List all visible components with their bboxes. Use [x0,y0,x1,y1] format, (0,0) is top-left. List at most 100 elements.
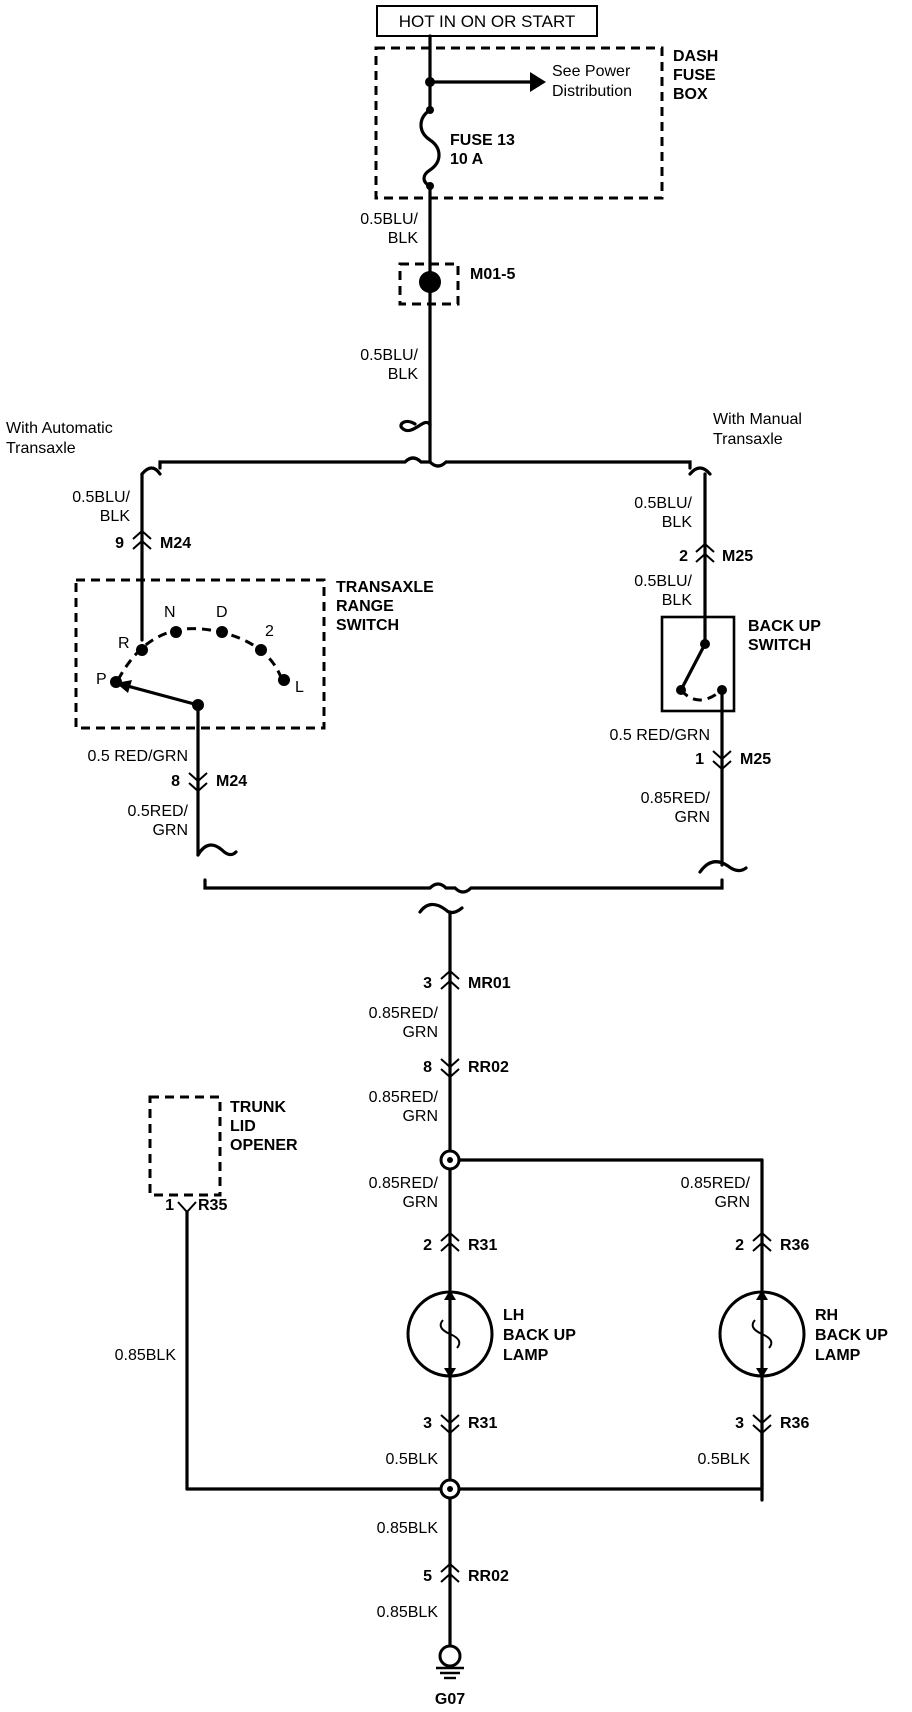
svg-text:TRUNK: TRUNK [230,1099,286,1116]
svg-text:GRN: GRN [714,1194,750,1211]
svg-text:BACK UP: BACK UP [503,1327,576,1344]
svg-text:0.5RED/: 0.5RED/ [128,803,189,820]
svg-text:BACK UP: BACK UP [748,618,821,635]
svg-text:0.5BLU/: 0.5BLU/ [634,495,692,512]
svg-text:BLK: BLK [100,508,131,525]
svg-text:DASH: DASH [673,48,718,65]
svg-text:LAMP: LAMP [815,1347,861,1364]
svg-text:GRN: GRN [152,822,188,839]
svg-text:M25: M25 [722,548,753,565]
svg-text:OPENER: OPENER [230,1137,298,1154]
svg-text:RR02: RR02 [468,1568,509,1585]
svg-text:MR01: MR01 [468,975,511,992]
svg-text:1: 1 [695,751,704,768]
transaxle-range-switch-box [74,578,326,730]
ground-icon [436,1644,464,1680]
svg-text:0.5BLU/: 0.5BLU/ [360,347,418,364]
svg-text:8: 8 [423,1059,432,1076]
ground-label: G07 [435,1691,465,1708]
svg-text:R36: R36 [780,1237,809,1254]
fuse-name: FUSE 13 [450,132,515,149]
svg-text:M24: M24 [216,773,247,790]
svg-text:2: 2 [423,1237,432,1254]
svg-text:0.85BLK: 0.85BLK [115,1347,177,1364]
svg-text:Transaxle: Transaxle [713,431,783,448]
position-n [170,626,182,638]
svg-text:R31: R31 [468,1237,497,1254]
position-2 [255,644,267,656]
power-source-box: HOT IN ON OR START [376,5,598,37]
svg-text:RH: RH [815,1307,838,1324]
svg-text:0.5BLK: 0.5BLK [698,1451,751,1468]
svg-text:0.85RED/: 0.85RED/ [369,1005,439,1022]
svg-text:P: P [96,671,107,688]
svg-text:LID: LID [230,1118,256,1135]
svg-text:1: 1 [165,1197,174,1214]
svg-text:0.85BLK: 0.85BLK [377,1604,439,1621]
svg-text:Distribution: Distribution [552,83,632,100]
svg-text:LH: LH [503,1307,524,1324]
fuse-icon [419,108,441,188]
svg-text:0.85RED/: 0.85RED/ [641,790,711,807]
arrow-icon [530,72,546,92]
svg-text:3: 3 [735,1415,744,1432]
svg-text:BOX: BOX [673,86,708,103]
fuse-rating: 10 A [450,151,484,168]
svg-text:0.5BLU/: 0.5BLU/ [360,211,418,228]
svg-text:L: L [295,679,304,696]
svg-text:8: 8 [171,773,180,790]
trunk-lid-opener-box [148,1095,222,1197]
svg-text:2: 2 [265,623,274,640]
svg-text:LAMP: LAMP [503,1347,549,1364]
svg-text:0.5BLK: 0.5BLK [386,1451,439,1468]
position-d [216,626,228,638]
svg-text:3: 3 [423,1415,432,1432]
svg-text:M24: M24 [160,535,191,552]
power-source-label: HOT IN ON OR START [399,12,576,31]
svg-text:9: 9 [115,535,124,552]
svg-text:GRN: GRN [402,1024,438,1041]
svg-text:GRN: GRN [402,1108,438,1125]
svg-text:0.5BLU/: 0.5BLU/ [72,489,130,506]
svg-text:0.5 RED/GRN: 0.5 RED/GRN [88,748,188,765]
connector-m01: M01-5 [470,266,515,283]
svg-text:BLK: BLK [388,230,419,247]
svg-text:RANGE: RANGE [336,598,394,615]
splice-m01 [419,271,441,293]
svg-text:GRN: GRN [674,809,710,826]
svg-text:R35: R35 [198,1197,227,1214]
svg-text:RR02: RR02 [468,1059,509,1076]
svg-text:R: R [118,635,130,652]
svg-text:BACK UP: BACK UP [815,1327,888,1344]
svg-text:5: 5 [423,1568,432,1585]
position-l [278,674,290,686]
svg-text:BLK: BLK [662,592,693,609]
svg-text:With Automatic: With Automatic [6,420,113,437]
svg-text:M25: M25 [740,751,771,768]
svg-text:0.85RED/: 0.85RED/ [369,1175,439,1192]
svg-text:FUSE: FUSE [673,67,716,84]
svg-text:R36: R36 [780,1415,809,1432]
position-r [136,644,148,656]
svg-text:0.5BLU/: 0.5BLU/ [634,573,692,590]
svg-text:2: 2 [679,548,688,565]
svg-text:3: 3 [423,975,432,992]
svg-text:R31: R31 [468,1415,497,1432]
svg-text:TRANSAXLE: TRANSAXLE [336,579,434,596]
back-up-switch-box [660,615,736,713]
dash-fuse-box: DASH FUSE BOX [374,46,718,200]
svg-text:BLK: BLK [388,366,419,383]
svg-text:D: D [216,604,228,621]
svg-text:With Manual: With Manual [713,411,802,428]
svg-text:2: 2 [735,1237,744,1254]
svg-text:N: N [164,604,176,621]
svg-text:Transaxle: Transaxle [6,440,76,457]
svg-text:0.85RED/: 0.85RED/ [681,1175,751,1192]
svg-text:0.85BLK: 0.85BLK [377,1520,439,1537]
svg-text:BLK: BLK [662,514,693,531]
svg-text:0.5 RED/GRN: 0.5 RED/GRN [610,727,710,744]
svg-text:0.85RED/: 0.85RED/ [369,1089,439,1106]
svg-text:See Power: See Power [552,63,631,80]
svg-text:SWITCH: SWITCH [748,637,811,654]
